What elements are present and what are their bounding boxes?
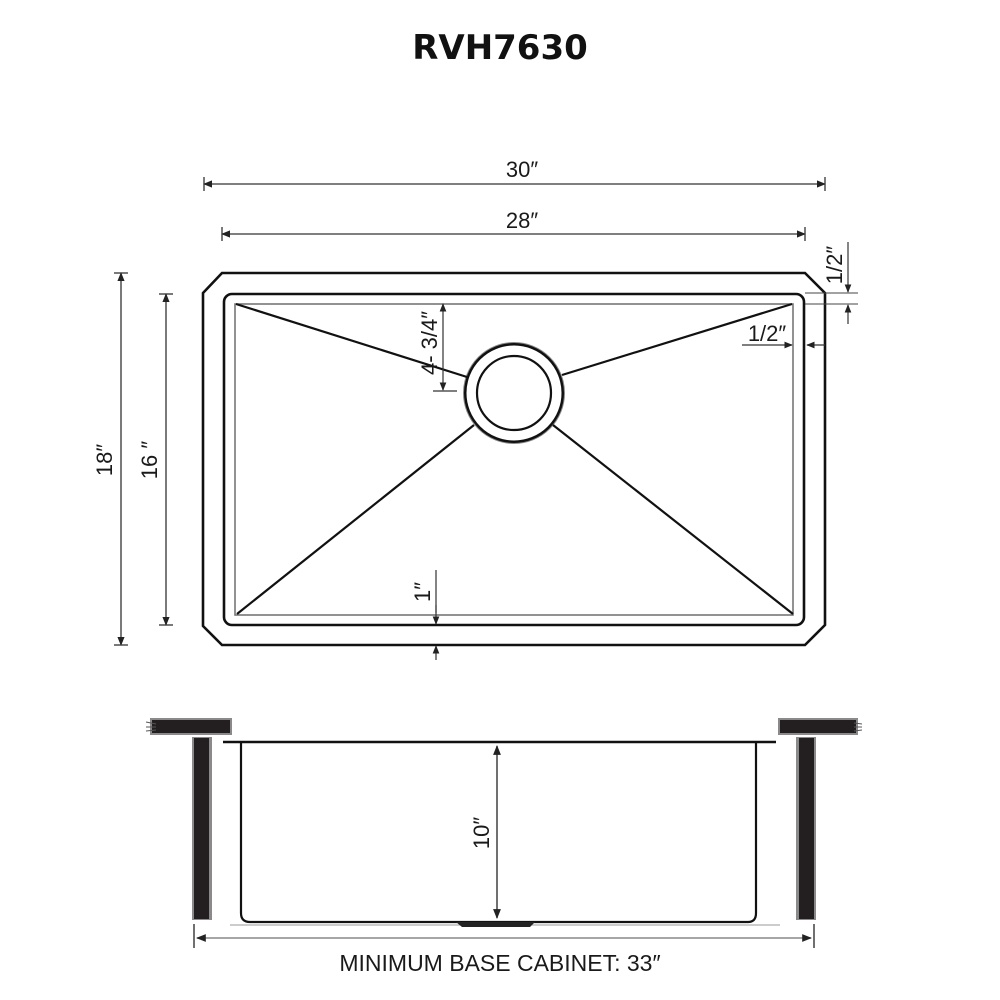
depth-label: 10″ [469, 817, 494, 849]
model-title: RVH7630 [412, 28, 588, 68]
bowl-floor-edge [234, 303, 794, 616]
dim-flange-side: 1/2″ [742, 321, 825, 349]
sink-outer-flange [201, 271, 827, 647]
dim-outer-height: 18″ [92, 272, 128, 646]
inner-height-label: 16 ″ [137, 441, 162, 480]
bowl-rim [222, 292, 806, 627]
flange-bottom-label: 1″ [410, 582, 435, 602]
dim-flange-bottom: 1″ [410, 570, 440, 660]
dim-cabinet [193, 924, 815, 948]
side-view: 10″ [145, 718, 863, 948]
drain-inner [475, 354, 553, 432]
dim-flange-top: 1/2″ [805, 242, 858, 324]
countertop-left [145, 718, 232, 735]
drain-offset-label: 4- 3/4″ [417, 311, 442, 375]
top-view: 30″ 28″ 18″ 16 ″ [92, 157, 858, 660]
sink-bowl-profile [239, 742, 758, 924]
dim-drain-offset: 4- 3/4″ [417, 303, 457, 392]
inner-width-label: 28″ [506, 208, 538, 233]
cabinet-caption: MINIMUM BASE CABINET: 33″ [339, 950, 661, 976]
outer-height-label: 18″ [92, 444, 117, 476]
dim-outer-width: 30″ [203, 157, 826, 191]
outer-width-label: 30″ [506, 157, 538, 182]
flange-side-label: 1/2″ [748, 321, 787, 346]
drain-outer [463, 342, 565, 444]
flange-top-label: 1/2″ [822, 246, 847, 285]
dim-inner-height: 16 ″ [137, 293, 173, 626]
dim-depth: 10″ [469, 745, 501, 919]
countertop-right [778, 718, 863, 735]
dim-inner-width: 28″ [221, 208, 806, 241]
drain-bottom [456, 922, 535, 927]
